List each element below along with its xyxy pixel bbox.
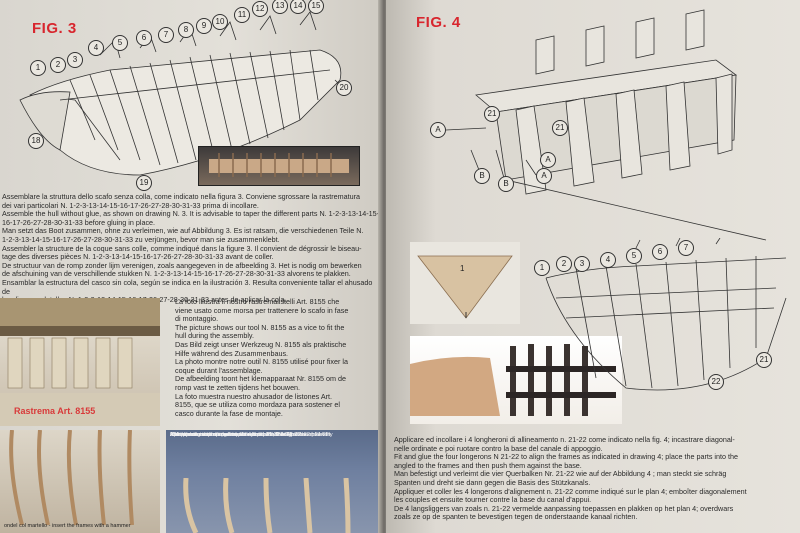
frame-assembly-photo bbox=[410, 336, 622, 424]
callout-8: 8 bbox=[178, 22, 194, 38]
callout-1: 1 bbox=[534, 260, 550, 276]
tool-line: 8155, que se utiliza como mordaza para s… bbox=[175, 400, 341, 410]
assembly-instructions: Assemblare la struttura dello scafo senz… bbox=[2, 192, 382, 305]
longerons-photo: Incollare ora dopo l'inserimento dei pez… bbox=[166, 430, 380, 533]
callout-12: 12 bbox=[252, 1, 268, 17]
callout-5: 5 bbox=[626, 248, 642, 264]
callout-19: 19 bbox=[136, 175, 152, 191]
hull-detail-photo bbox=[198, 146, 360, 186]
callout-2: 2 bbox=[556, 256, 572, 272]
tool-vice-photo: Rastrema Art. 8155 bbox=[0, 298, 160, 426]
tool-description: La foto illustra il nostro rastremaliste… bbox=[175, 297, 380, 418]
tool-line: coque durant l'assemblage. bbox=[175, 365, 263, 375]
assembly-line: Assembler la structure de la coque sans … bbox=[2, 243, 362, 253]
assembly-line: 16-17-26-27-28-30-31-33 before gluing in… bbox=[2, 217, 156, 227]
callout-21: 21 bbox=[756, 352, 772, 368]
instruction-line: Appliquer et coller les 4 longerons d'al… bbox=[394, 486, 747, 496]
tool-line: casco durante la fase de montaje. bbox=[175, 408, 283, 418]
callout-b: B bbox=[498, 176, 514, 192]
tool-line: La photo montre notre outil N. 8155 util… bbox=[175, 357, 348, 367]
photo-text-line: Allen lijmen na de integratie stukken n.… bbox=[170, 432, 331, 438]
callout-5: 5 bbox=[112, 35, 128, 51]
tool-line: romp vast te zetten tijdens het bouwen. bbox=[175, 382, 301, 392]
photo-text-line: Aplique cola sólo una vez que haya inser… bbox=[170, 432, 329, 438]
tool-line: di montaggio. bbox=[175, 314, 219, 324]
fig-3-label: FIG. 3 bbox=[32, 20, 77, 37]
callout-b: B bbox=[474, 168, 490, 184]
instruction-line: nelle ordinate e poi ruotare contro la b… bbox=[394, 443, 603, 453]
right-page: FIG. 4 A A B B A 21 21 bbox=[386, 0, 800, 533]
tool-line: viene usato come morsa per trattenere lo… bbox=[175, 305, 349, 315]
callout-7: 7 bbox=[158, 27, 174, 43]
tool-line: La foto muestra nuestro ahusador de list… bbox=[175, 391, 333, 401]
tool-line: Hilfe während des Zusammenbaus. bbox=[175, 348, 289, 358]
assembly-line: 1-2-3-13-14-15-16-17-26-27-28-30-31-33 z… bbox=[2, 234, 280, 244]
callout-18: 18 bbox=[28, 133, 44, 149]
callout-9: 9 bbox=[196, 18, 212, 34]
longerons-instructions: Applicare ed incollare i 4 longheroni di… bbox=[394, 435, 798, 522]
instruction-line: Man befestigt und verleimt die vier Quer… bbox=[394, 469, 727, 479]
fig-4-label: FIG. 4 bbox=[416, 14, 461, 31]
callout-6: 6 bbox=[136, 30, 152, 46]
callout-10: 10 bbox=[212, 14, 228, 30]
frame-piece-photo: 1 bbox=[410, 242, 520, 324]
callout-14: 14 bbox=[290, 0, 306, 14]
frames-alignment-drawing bbox=[445, 9, 767, 241]
tool-photo-label: Rastrema Art. 8155 bbox=[14, 406, 96, 416]
assembly-line: Assemblare la struttura dello scafo senz… bbox=[2, 192, 360, 201]
assembly-line: De structuur van de romp zonder lijm ver… bbox=[2, 260, 362, 270]
photo-text-line: Coller seulement après l'insertion des p… bbox=[170, 432, 301, 438]
longerons-side-drawing bbox=[545, 238, 787, 391]
photo-text-line: After placing the two pair of parts N. 2… bbox=[170, 432, 333, 438]
callout-6: 6 bbox=[652, 244, 668, 260]
callout-3: 3 bbox=[574, 256, 590, 272]
instruction-line: Fit and glue the four longerons N 21-22 … bbox=[394, 452, 739, 462]
callout-11: 11 bbox=[234, 7, 250, 23]
instruction-line: Applicare ed incollare i 4 longheroni di… bbox=[394, 435, 735, 444]
frames-hammer-photo: ondel col martello - insert the frames w… bbox=[0, 430, 160, 533]
frames-photo-caption: ondel col martello - insert the frames w… bbox=[4, 523, 131, 529]
instruction-line: les couples et ensuite tourner contre la… bbox=[394, 495, 592, 505]
callout-21: 21 bbox=[484, 106, 500, 122]
tool-line: The picture shows our tool N. 8155 as a … bbox=[175, 322, 345, 332]
instruction-line: angled to the frames and then push them … bbox=[394, 460, 582, 470]
instruction-line: De 4 langsliggers van zoals n. 21-22 ver… bbox=[394, 503, 734, 513]
callout-a: A bbox=[540, 152, 556, 168]
instruction-line: Spanten und dreht sie dann gegen die Bas… bbox=[394, 477, 591, 487]
assembly-line: Ensamblar la estructura del casco sin co… bbox=[2, 277, 373, 296]
instruction-line: zoals ze op de spanten te bevestigen teg… bbox=[394, 512, 638, 522]
callout-7: 7 bbox=[678, 240, 694, 256]
photo-text-line: Man verleimt erst nach dem Einsetzen der… bbox=[170, 432, 310, 438]
callout-4: 4 bbox=[88, 40, 104, 56]
callout-a: A bbox=[430, 122, 446, 138]
callout-15: 15 bbox=[308, 0, 324, 14]
callout-2: 2 bbox=[50, 57, 66, 73]
tool-line: Das Bild zeigt unser Werkzeug N. 8155 al… bbox=[175, 339, 347, 349]
assembly-line: dei vari particolari N. 1-2-3-13-14-15-1… bbox=[2, 200, 259, 210]
assembly-line: tage des diverses pièces N. 1-2-3-13-14-… bbox=[2, 252, 274, 262]
assembly-line: de afschuining van de verschillende stuk… bbox=[2, 269, 351, 279]
tool-line: hull during the assembly. bbox=[175, 331, 254, 341]
photo-text-line: Incollare ora dopo l'inserimento dei pez… bbox=[170, 432, 292, 438]
callout-3: 3 bbox=[67, 52, 83, 68]
callout-4: 4 bbox=[600, 252, 616, 268]
callout-1: 1 bbox=[30, 60, 46, 76]
piece-number-label: 1 bbox=[460, 264, 465, 273]
tool-line: De afbeelding toont het klemapparaat Nr.… bbox=[175, 374, 347, 384]
callout-21: 21 bbox=[552, 120, 568, 136]
tool-line: La foto illustra il nostro rastremaliste… bbox=[175, 297, 340, 306]
assembly-line: Assemble the hull without glue, as shown… bbox=[2, 209, 380, 219]
callout-a: A bbox=[536, 168, 552, 184]
callout-20: 20 bbox=[336, 80, 352, 96]
callout-13: 13 bbox=[272, 0, 288, 14]
callout-22: 22 bbox=[708, 374, 724, 390]
assembly-line: Man setzt das Boot zusammen, ohne zu ver… bbox=[2, 226, 364, 236]
left-page: FIG. 3 1 2 3 4 5 bbox=[0, 0, 382, 533]
